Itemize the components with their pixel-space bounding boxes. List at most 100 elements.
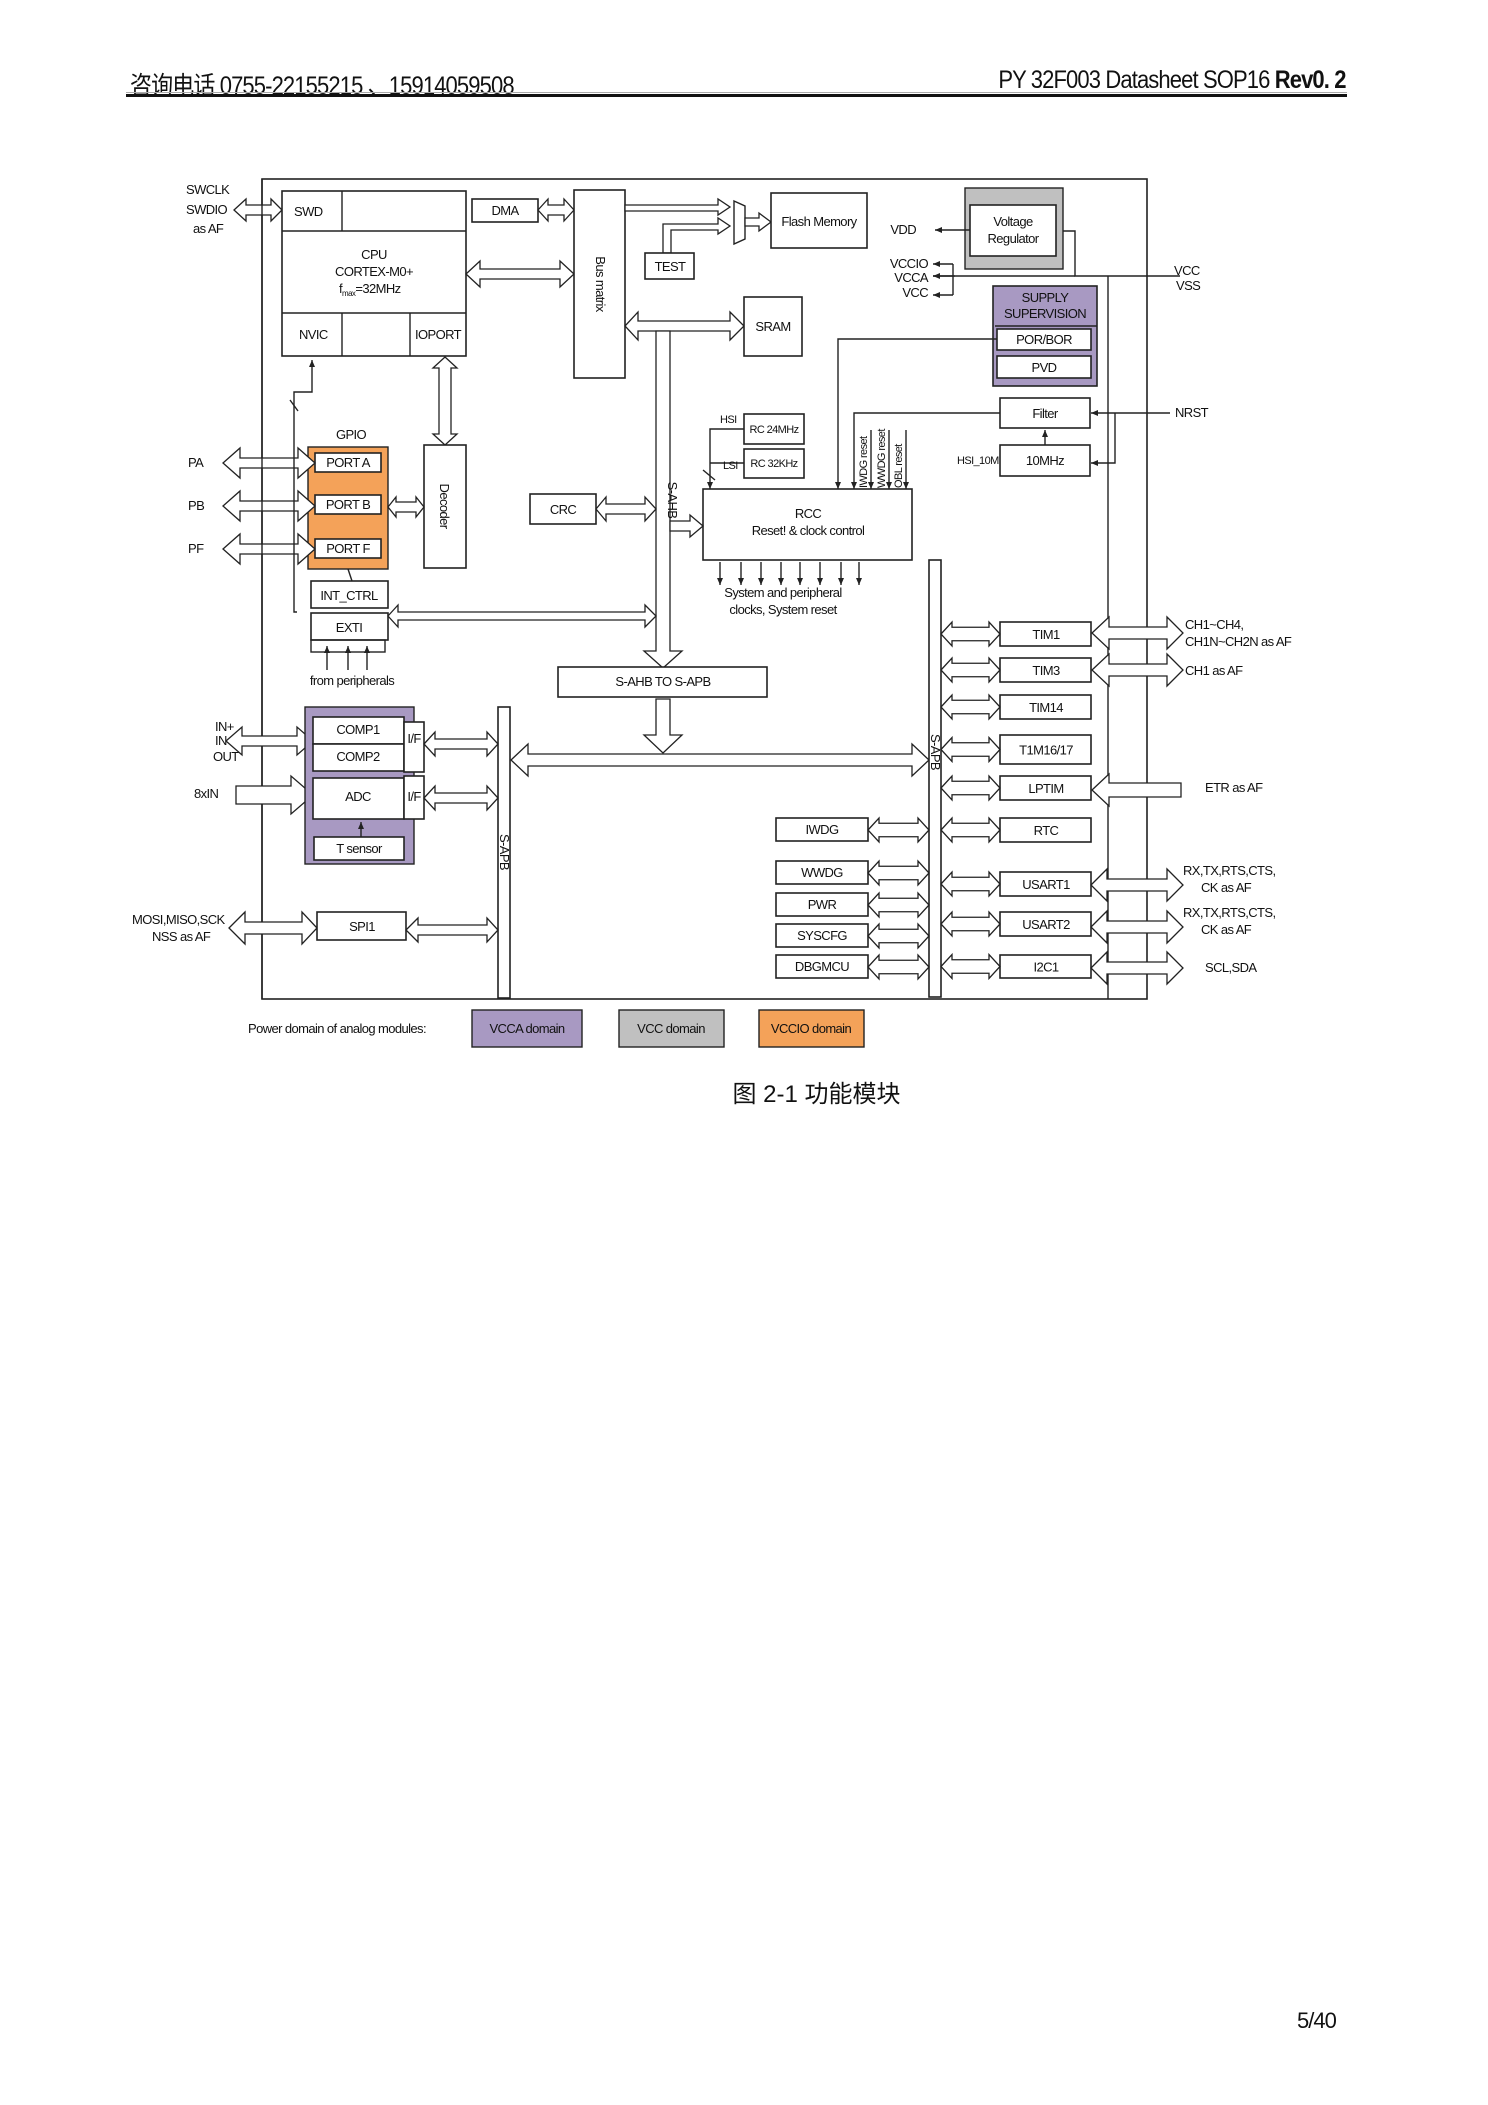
doc-revision: Rev0. 2 — [1275, 66, 1347, 94]
bridge-down-arrow — [642, 698, 684, 754]
flash-mux — [733, 199, 746, 246]
exti-label: EXTI — [336, 620, 363, 635]
vcca-label: VCCA — [894, 270, 929, 285]
apb-right-peripherals: TIM1TIM3TIM14T1M16/17LPTIMRTCUSART1USART… — [940, 620, 1092, 981]
test-label: TEST — [655, 259, 686, 274]
wwdg-label: WWDG — [801, 865, 843, 880]
comp-apb-arrow — [423, 730, 499, 758]
apb-horizontal-bus — [510, 742, 930, 778]
comp-if-block — [403, 721, 425, 773]
comp-if-label: I/F — [407, 731, 421, 746]
cpu-core-label: CORTEX-M0+ — [335, 264, 413, 279]
pwr-label: PWR — [808, 897, 837, 912]
voltage-regulator-block — [969, 204, 1057, 257]
bus-matrix-label: Bus matrix — [593, 256, 608, 313]
filter-label: Filter — [1032, 406, 1059, 421]
comp1-label: COMP1 — [336, 722, 380, 737]
pa-pin-label: PA — [188, 455, 204, 470]
legend-swatch-vcc-domain — [618, 1009, 725, 1048]
t1m16-17-label: T1M16/17 — [1019, 743, 1073, 758]
svg-text:as AF: as AF — [193, 221, 224, 236]
s-apb-right-label: S-APB — [928, 734, 943, 770]
flash-memory-block — [770, 192, 868, 249]
vcc-internal-label: VCC — [902, 285, 928, 300]
pwr-apb-arrow — [867, 891, 930, 919]
usart2-block — [999, 911, 1092, 937]
por-bor-label: POR/BOR — [1016, 332, 1072, 347]
rcc-desc-label: Reset! & clock control — [752, 523, 865, 538]
adc-in-arrow — [235, 774, 314, 816]
pvd-block — [996, 355, 1092, 379]
comp2-label: COMP2 — [336, 749, 380, 764]
usart1-pins-label-2: CK as AF — [1201, 880, 1252, 895]
rcc-label: RCC — [795, 506, 822, 521]
tsensor-block — [313, 836, 405, 861]
tim14-block — [999, 694, 1092, 720]
pvd-label: PVD — [1032, 360, 1057, 375]
rc32khz-block — [743, 448, 805, 479]
figure-caption: 图 2-1 功能模块 — [0, 1074, 1488, 1109]
crc-label: CRC — [550, 502, 577, 517]
legend-label: Power domain of analog modules: — [248, 1021, 426, 1036]
usart1-pins-label: RX,TX,RTS,CTS, — [1183, 863, 1275, 878]
usart2-label: USART2 — [1022, 917, 1070, 932]
vccio-label: VCCIO — [890, 256, 929, 271]
bridge-label: S-AHB TO S-APB — [615, 674, 710, 689]
adc-label: ADC — [345, 789, 371, 804]
rcc-out-label-2: clocks, System reset — [729, 602, 837, 617]
from-peripherals-label: from peripherals — [310, 673, 395, 688]
regulator-label: Regulator — [988, 231, 1040, 246]
i2c1-pin-arrow — [1090, 950, 1184, 986]
swd-label: SWD — [294, 204, 323, 219]
s-apb-left-label: S-APB — [497, 834, 512, 870]
comp2-block — [312, 743, 405, 772]
vdd-label: VDD — [890, 222, 916, 237]
usart2-pins-label-2: CK as AF — [1201, 922, 1252, 937]
legend-swatch-vcca-domain — [471, 1009, 583, 1048]
block-diagram: SWCLK SWDIO as AF SWD CPU CORTEX-M0+ fma… — [132, 178, 1292, 1048]
rcc-block — [702, 488, 913, 561]
tim1-pins-label-2: CH1N~CH2N as AF — [1185, 634, 1292, 649]
i2c1-label: I2C1 — [1033, 960, 1058, 975]
ahb-rcc-arrow — [669, 513, 705, 539]
tim1-block — [999, 621, 1092, 647]
ioport-label: IOPORT — [415, 327, 462, 342]
port-f-label: PORT F — [326, 541, 370, 556]
usart2-pins-label: RX,TX,RTS,CTS, — [1183, 905, 1275, 920]
s-apb-left-bus — [497, 706, 511, 999]
usart1-label: USART1 — [1022, 877, 1070, 892]
legend-label-vccio-domain: VCCIO domain — [771, 1021, 852, 1036]
doc-title: PY 32F003 Datasheet SOP16 — [998, 66, 1271, 94]
exti-block — [310, 612, 389, 641]
i2c1-pins-label: SCL,SDA — [1205, 960, 1257, 975]
bus-matrix-block — [573, 189, 626, 379]
legend-swatch-vccio-domain — [758, 1009, 865, 1048]
rc32-label: RC 32KHz — [750, 458, 797, 470]
comp1-block — [312, 716, 405, 745]
t1m16-17-apb-arrow — [940, 735, 1001, 764]
usart1-pin-arrow — [1090, 867, 1184, 903]
flash-label: Flash Memory — [781, 214, 857, 229]
tim1-label: TIM1 — [1032, 627, 1060, 642]
supervision-label: SUPERVISION — [1004, 306, 1086, 321]
gpio-decoder-arrow — [387, 495, 425, 519]
usart2-apb-arrow — [940, 910, 1001, 938]
dma-bus-arrow — [537, 197, 575, 223]
pf-arrow — [222, 532, 316, 566]
adc-in-label: 8xIN — [194, 786, 219, 801]
pf-pin-label: PF — [188, 541, 204, 556]
syscfg-label: SYSCFG — [797, 928, 847, 943]
rtc-apb-arrow — [940, 816, 1001, 844]
tim3-pins-label: CH1 as AF — [1185, 663, 1243, 678]
adc-block — [312, 777, 405, 820]
dma-label: DMA — [491, 203, 519, 218]
nrst-label: NRST — [1175, 405, 1209, 420]
port-b-block — [314, 494, 382, 515]
dbgmcu-label: DBGMCU — [795, 959, 849, 974]
int-ctrl-label: INT_CTRL — [320, 588, 378, 603]
tim14-label: TIM14 — [1029, 700, 1063, 715]
port-a-label: PORT A — [326, 455, 371, 470]
wwdg-apb-arrow — [867, 859, 930, 887]
rcc-out-label: System and peripheral — [724, 585, 842, 600]
int-ctrl-block — [310, 580, 389, 609]
